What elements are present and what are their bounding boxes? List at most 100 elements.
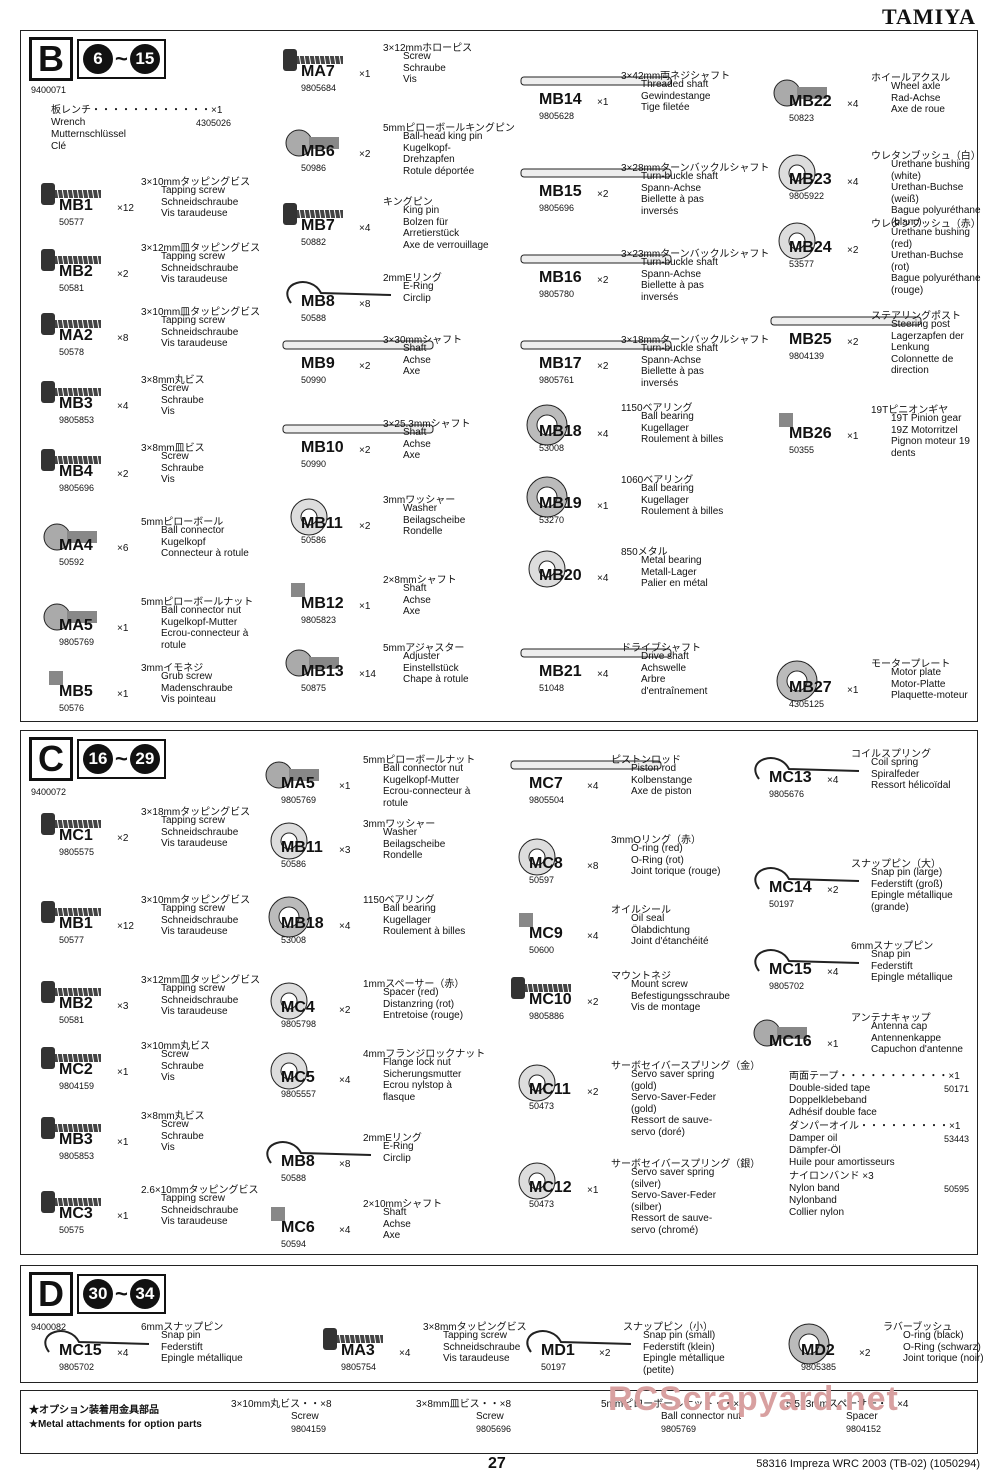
part-illustration [769,219,839,260]
part-code: MB2 [59,995,93,1012]
step-range: 30 ~ 34 [77,1274,166,1314]
part-name: 1060ベアリング [621,475,694,486]
step-badge-d: D 30 ~ 34 [29,1272,166,1316]
part-illustration [519,643,672,683]
part-code: MC6 [281,1219,315,1236]
part-name: 2mmEリング [363,1133,422,1144]
part-desc: Ball connector nut Kugelkopf-Mutter Ecro… [161,605,249,651]
part-name: 3×10mm皿タッピングビス [141,307,261,318]
part-name: ステアリングポスト [871,311,961,322]
part-name: ホイールアクスル [871,73,951,84]
part-number: 50586 [301,535,327,545]
part-desc: Metal bearing Metall-Lager Palier en mét… [641,555,708,589]
misc-number: 53443 [943,1134,969,1144]
wrench-desc: Wrench Mutternschlüssel Clé [51,117,127,152]
part-code: MC8 [529,855,563,872]
part-name: アンテナキャップ [851,1013,931,1024]
part-qty: ×2 [117,833,129,844]
part-illustration [39,1322,150,1362]
part-number: 50594 [281,1239,307,1249]
part-illustration [769,659,839,702]
step-from: 16 [83,744,113,774]
part-desc: Shaft Achse Axe [383,1207,411,1241]
part-qty: ×2 [599,1348,611,1359]
step-badge-c: C 16 ~ 29 [29,737,166,781]
part-desc: Coil spring Spiralfeder Ressort hélicoïd… [871,757,951,791]
part-name: 3mmワッシャー [363,819,436,830]
part-code: MD1 [541,1342,575,1359]
part-name: マウントネジ [611,971,671,982]
part-number: 9805853 [59,415,95,425]
part-desc: Tapping screw Schneidschraube Vis taraud… [161,983,239,1017]
part-illustration [769,405,839,445]
part-name: ウレタンブッシュ（白） [871,151,981,162]
part-code: MC3 [59,1205,93,1222]
part-number: 50355 [789,445,815,455]
part-number: 9805504 [529,795,565,805]
option-desc: Screw [476,1411,504,1422]
part-illustration [39,1111,109,1151]
part-qty: ×3 [339,845,351,856]
part-number: 50576 [59,703,85,713]
part-desc: Turn-buckle shaft Spann-Achse Biellette … [641,257,718,303]
option-desc: Screw [291,1411,319,1422]
watermark: RCScrapyard.net [608,1380,899,1418]
part-name: サーボセイバースプリング（銀） [611,1159,761,1170]
page-number: 27 [488,1455,506,1472]
part-desc: Ball bearing Kugellager Roulement à bill… [641,483,724,517]
part-illustration [749,859,860,899]
part-name: ウレタンブッシュ（赤） [871,219,981,230]
part-desc: Servo saver spring (gold) Servo-Saver-Fe… [631,1069,717,1138]
part-code: MB3 [59,1131,93,1148]
part-name: 5mmアジャスター [383,643,465,654]
part-name: 3×28mmターンバックルシャフト [621,163,770,174]
part-desc: Ball-head king pin Kugelkopf-Drehzapfen … [403,131,483,177]
step-from: 30 [83,1279,113,1309]
part-qty: ×4 [339,921,351,932]
part-qty: ×4 [847,99,859,110]
step-to: 34 [129,1279,160,1309]
part-code: MA7 [301,63,335,80]
part-name: 3mmイモネジ [141,663,204,674]
part-illustration [281,643,351,683]
part-name: 850メタル [621,547,668,558]
part-desc: Ball connector Kugelkopf Connecteur à ro… [161,525,249,559]
part-desc: Urethane bushing (red) Urethan-Buchse (r… [891,227,981,296]
part-qty: ×2 [597,275,609,286]
part-illustration [39,1041,109,1081]
part-qty: ×8 [117,333,129,344]
part-code: MB16 [539,269,582,286]
part-number: 50197 [769,899,795,909]
part-number: 9805798 [281,1019,317,1029]
part-desc: Screw Schraube Vis [161,1049,204,1083]
part-number: 9805696 [59,483,95,493]
part-number: 50577 [59,935,85,945]
part-name: 3×10mm丸ビス [141,1041,211,1052]
part-qty: ×2 [597,189,609,200]
part-qty: ×4 [597,669,609,680]
part-number: 53270 [539,515,565,525]
part-number: 9805676 [769,789,805,799]
misc-number: 50171 [943,1084,969,1094]
part-illustration [509,971,579,1011]
part-desc: Antenna cap Antennenkappe Capuchon d'ant… [871,1021,963,1055]
part-number: 50581 [59,283,85,293]
part-qty: ×6 [117,543,129,554]
part-desc: Spacer (red) Distanzring (rot) Entretois… [383,987,464,1021]
part-qty: ×3 [117,1001,129,1012]
part-name: ラバーブッシュ [883,1322,953,1333]
step-to: 29 [129,744,160,774]
part-code: MB9 [301,355,335,372]
part-qty: ×1 [117,689,129,700]
